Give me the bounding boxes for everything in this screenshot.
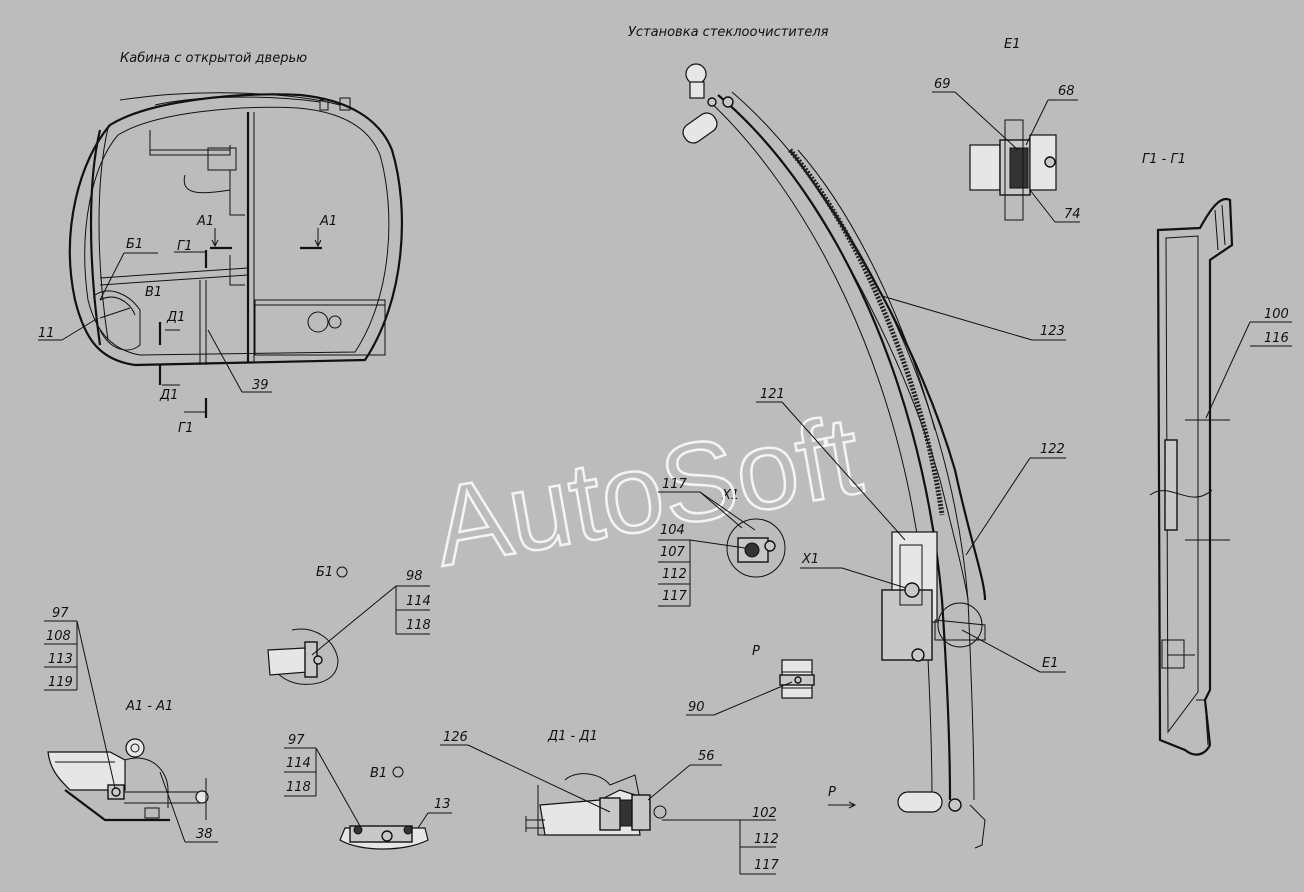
cabin-drawing — [68, 92, 403, 367]
view-circle-icon — [336, 566, 348, 578]
d1-part-56-label: 56 — [698, 749, 715, 764]
g1-part-116-label: 116 — [1264, 331, 1289, 346]
mark-e1: Е1 — [1042, 656, 1059, 671]
a1-part-108-label: 108 — [46, 629, 71, 644]
v1-part-97-label: 97 — [288, 733, 305, 748]
title-g1-section: Г1 - Г1 — [1142, 152, 1186, 167]
title-cabin: Кабина с открытой дверью — [120, 51, 307, 66]
mark-v1: В1 — [145, 285, 162, 300]
a1-part-97-label: 97 — [52, 606, 69, 621]
view-circle-icon — [392, 766, 404, 778]
mark-d1-bottom: Д1 — [159, 388, 178, 403]
v1-part-118-label: 118 — [286, 780, 311, 795]
cabin-section-marks — [38, 228, 322, 418]
title-a1-section: А1 - А1 — [125, 699, 173, 714]
e1-detail — [932, 91, 1080, 223]
x1-part-117-label: 117 — [662, 477, 688, 492]
e1-part-68-label: 68 — [1058, 84, 1075, 99]
mark-x1: Х1 — [801, 552, 819, 567]
x1-part-112-label: 112 — [662, 567, 687, 582]
v1-part-114-label: 114 — [286, 756, 311, 771]
arrow-right-icon — [828, 801, 857, 809]
title-v1-view: В1 — [370, 766, 387, 781]
e1-part-74-label: 74 — [1064, 207, 1081, 222]
b1-part-114-label: 114 — [406, 594, 431, 609]
d1-part-117-label: 117 — [754, 858, 780, 873]
b1-detail — [267, 585, 430, 685]
x1-detail — [658, 491, 786, 607]
d1-part-112-label: 112 — [754, 832, 779, 847]
x1-part-104-label: 104 — [660, 523, 685, 538]
wiper-assembly — [682, 63, 987, 849]
g1-section-profile — [1149, 197, 1292, 756]
mark-a1-left: А1 — [196, 214, 214, 229]
title-x1-view: Х1 — [721, 488, 739, 503]
a1-section-detail — [44, 620, 218, 843]
a1-part-119-label: 119 — [48, 675, 73, 690]
mark-p: Р — [828, 785, 836, 800]
a1-part-113-label: 113 — [48, 652, 73, 667]
mark-d1-top: Д1 — [166, 310, 185, 325]
mark-a1-right: А1 — [319, 214, 337, 229]
b1-part-118-label: 118 — [406, 618, 431, 633]
p-view-detail — [686, 659, 815, 716]
x1-part-117b-label: 117 — [662, 589, 688, 604]
a1-part-38-label: 38 — [196, 827, 213, 842]
part-123-label: 123 — [1040, 324, 1065, 339]
d1-part-102-label: 102 — [752, 806, 777, 821]
x1-part-107-label: 107 — [660, 545, 686, 560]
e1-part-69-label: 69 — [934, 77, 951, 92]
d1-part-126-label: 126 — [443, 730, 468, 745]
v1-part-13-label: 13 — [434, 797, 451, 812]
wiper-leaders — [756, 295, 1066, 673]
title-p-view: Р — [752, 644, 760, 659]
mark-b1: Б1 — [126, 237, 143, 252]
part-121-label: 121 — [760, 387, 785, 402]
d1-section-detail — [440, 744, 776, 875]
title-b1-view: Б1 — [316, 565, 333, 580]
title-e1: Е1 — [1004, 37, 1021, 52]
p-part-90-label: 90 — [688, 700, 705, 715]
mark-g1-bottom: Г1 — [178, 421, 194, 436]
v1-detail — [284, 747, 452, 850]
title-wiper: Установка стеклоочистителя — [628, 25, 829, 40]
part-11-label: 11 — [38, 326, 55, 341]
g1-part-100-label: 100 — [1264, 307, 1289, 322]
part-39-label: 39 — [252, 378, 269, 393]
mark-g1-top: Г1 — [177, 239, 193, 254]
part-122-label: 122 — [1040, 442, 1065, 457]
title-d1-section: Д1 - Д1 — [547, 729, 598, 744]
b1-part-98-label: 98 — [406, 569, 423, 584]
